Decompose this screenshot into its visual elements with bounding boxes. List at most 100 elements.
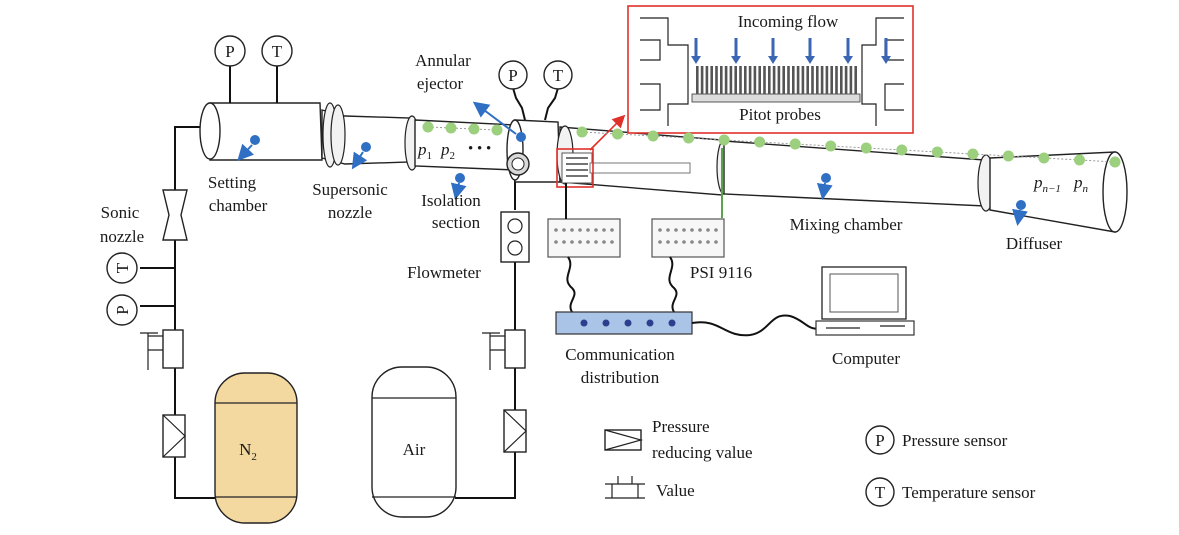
psi-port <box>570 240 574 244</box>
psi-port <box>682 228 686 232</box>
pitot-probes-label: Pitot probes <box>739 105 821 124</box>
pitot-probe <box>768 66 771 94</box>
pitot-probe <box>739 66 742 94</box>
psi-port <box>578 240 582 244</box>
pressure-tap-dot <box>860 142 872 154</box>
pressure-tap-dot <box>825 140 837 152</box>
isolation-section-label-2: section <box>432 213 481 232</box>
psi-port <box>674 228 678 232</box>
flow-arrow-head <box>731 56 741 64</box>
psi-port <box>586 240 590 244</box>
pressure-tap-dot <box>1038 152 1050 164</box>
pitot-probe <box>753 66 757 94</box>
pitot-probe <box>734 66 737 94</box>
pitot-probe <box>729 66 733 94</box>
pitot-probe <box>806 66 809 94</box>
pressure-tap-dot <box>718 134 730 146</box>
psi-port <box>658 228 662 232</box>
psi-port <box>570 228 574 232</box>
psi-port <box>594 228 598 232</box>
psi-port <box>554 240 558 244</box>
computer-label: Computer <box>832 349 900 368</box>
pressure-taps <box>422 121 1121 168</box>
n2-tank: N2 <box>214 372 298 524</box>
sonic-nozzle-label-2: nozzle <box>100 227 144 246</box>
pitot-probe <box>748 66 752 94</box>
setting-chamber-label-1: Setting <box>208 173 257 192</box>
psi-port <box>690 228 694 232</box>
pitot-probe <box>720 66 723 94</box>
pressure-tap-dot <box>896 144 908 156</box>
legend-temperature-sensor-icon: T <box>865 477 895 507</box>
psi-port <box>658 240 662 244</box>
legend-pressure-sensor-icon: P <box>865 425 895 455</box>
psi-label: PSI 9116 <box>690 263 752 282</box>
ellipsis-label: • • • <box>468 141 491 157</box>
pitot-probe <box>715 66 718 94</box>
legend-temperature-sensor-label: Temperature sensor <box>902 483 1036 502</box>
pitot-probe <box>772 66 776 94</box>
flow-arrow-head <box>805 56 815 64</box>
pitot-probe <box>782 66 785 94</box>
legend-valve-icon <box>605 476 645 499</box>
psi-port <box>714 240 718 244</box>
pressure-tap-dot <box>1073 154 1085 166</box>
pitot-inset: Incoming flow Pitot probes <box>627 5 914 134</box>
psi-port <box>682 240 686 244</box>
ejector-temperature-sensor-icon: T <box>543 60 573 90</box>
legend-prv-label-2: reducing value <box>652 443 753 462</box>
pressure-tap-dot <box>468 123 480 135</box>
psi-port <box>698 228 702 232</box>
pitot-probe <box>700 66 704 94</box>
pressure-tap-dot <box>647 130 659 142</box>
flow-arrow-head <box>881 56 891 64</box>
legend: Pressure reducing value Value P Pressure… <box>604 417 1036 507</box>
flowmeter-label: Flowmeter <box>407 263 481 282</box>
n2-label: N2 <box>239 440 257 463</box>
pressure-tap-dot <box>1002 150 1014 162</box>
pitot-probe <box>849 66 853 94</box>
left-pressure-reducing-valve-icon <box>162 414 186 458</box>
supersonic-nozzle-label-1: Supersonic <box>312 180 388 199</box>
diffuser-label: Diffuser <box>1006 234 1063 253</box>
flow-arrow-head <box>691 56 701 64</box>
annular-ejector-label-1: Annular <box>415 51 471 70</box>
mixing-chamber-label: Mixing chamber <box>790 215 903 234</box>
annular-ejector <box>506 119 561 183</box>
isolation-section-label-1: Isolation <box>421 191 481 210</box>
supersonic-nozzle <box>321 102 420 171</box>
psi-port <box>602 240 606 244</box>
communication-label-1: Communication <box>565 345 675 364</box>
p1-label: p1 <box>417 140 432 162</box>
pressure-tap-dot <box>789 138 801 150</box>
pitot-probe <box>820 66 824 94</box>
psi-port <box>554 228 558 232</box>
pressure-tap-dot <box>491 124 503 136</box>
pitot-probe <box>816 66 819 94</box>
pitot-probe <box>710 66 713 94</box>
pressure-tap-dot <box>445 122 457 134</box>
psi-port <box>666 228 670 232</box>
psi-port <box>594 240 598 244</box>
psi-port <box>690 240 694 244</box>
pressure-tap-dot <box>754 136 766 148</box>
psi-port <box>706 228 710 232</box>
legend-prv-label-1: Pressure <box>652 417 710 436</box>
pitot-probe <box>705 66 709 94</box>
pitot-probe <box>724 66 728 94</box>
flow-arrow-head <box>843 56 853 64</box>
computer-icon <box>815 266 915 336</box>
location-markers <box>237 101 1028 226</box>
psi-port <box>610 240 614 244</box>
pitot-probe <box>763 66 766 94</box>
communication-label-2: distribution <box>581 368 660 387</box>
pressure-tap-dot <box>422 121 434 133</box>
psi-module-left <box>547 218 621 258</box>
pitot-probe <box>796 66 800 94</box>
pitot-probe <box>844 66 848 94</box>
left-temperature-sensor-icon: T <box>106 252 138 284</box>
pn-label: pn <box>1073 173 1089 195</box>
right-valve-icon <box>482 329 526 370</box>
setting-chamber <box>199 102 323 161</box>
